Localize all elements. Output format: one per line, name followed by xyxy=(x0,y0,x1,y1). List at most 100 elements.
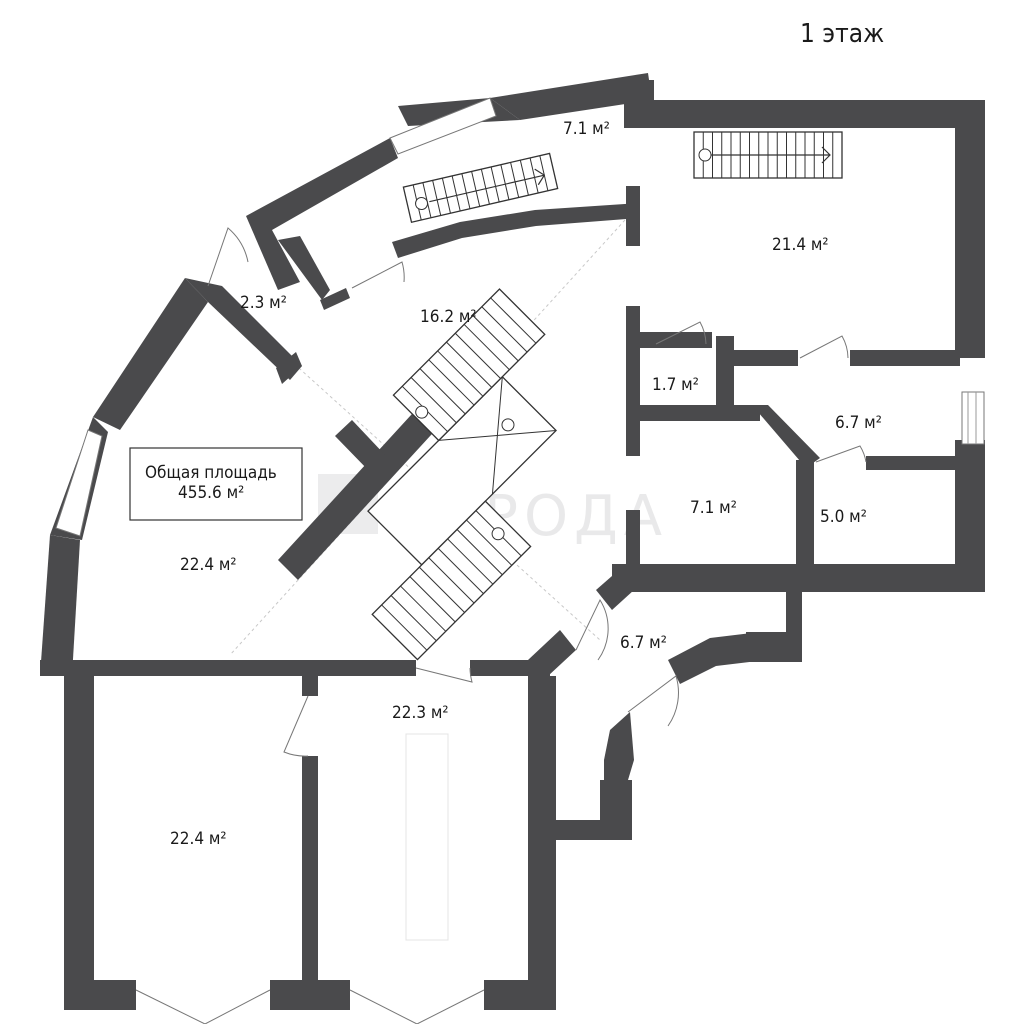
stair-tread xyxy=(410,377,457,424)
wall-segment xyxy=(528,676,556,1006)
wall-segment xyxy=(302,756,318,1006)
wall-segment xyxy=(246,138,398,236)
stair-tread xyxy=(500,164,510,200)
stair-tread xyxy=(428,557,475,604)
room-area-label: 21.4 м² xyxy=(772,235,829,255)
door xyxy=(655,321,707,345)
room-area-label: 6.7 м² xyxy=(835,413,882,433)
stair-tread xyxy=(466,519,513,566)
windows xyxy=(55,97,985,537)
wall-segment xyxy=(716,336,734,416)
wall-segment xyxy=(185,278,302,380)
stair-tread xyxy=(409,576,456,623)
stair-tread xyxy=(529,157,539,194)
door xyxy=(575,598,609,661)
stairs xyxy=(367,131,843,661)
wall-segment xyxy=(278,236,330,300)
wall-segment xyxy=(335,420,386,472)
window xyxy=(961,391,985,445)
stair-tread xyxy=(510,162,520,198)
entrance-door xyxy=(135,989,271,1024)
wall-segment xyxy=(276,352,302,384)
wall-segment xyxy=(270,980,350,1010)
room-area-label: 5.0 м² xyxy=(820,507,867,527)
zone-lines xyxy=(229,219,626,656)
total-area-label: Общая площадь xyxy=(145,463,277,483)
room-area-label: 22.4 м² xyxy=(170,829,227,849)
wall-segment xyxy=(604,712,634,800)
window xyxy=(389,97,497,155)
room-area-label: 22.3 м² xyxy=(392,703,449,723)
wall-segment xyxy=(734,350,798,366)
wall-segment xyxy=(548,820,632,840)
wall-segment xyxy=(955,100,985,358)
stair-tread xyxy=(463,324,510,371)
floor-label: 1 этаж xyxy=(800,19,884,49)
stair-tread xyxy=(481,306,528,353)
stair-tread xyxy=(419,368,466,415)
stair-tread xyxy=(471,171,481,207)
stair-central xyxy=(367,288,557,661)
wall-segment xyxy=(246,216,300,290)
entrance-door xyxy=(349,989,485,1024)
door xyxy=(415,667,473,683)
stair-tread xyxy=(490,297,537,344)
stair-top-right xyxy=(693,131,843,179)
door xyxy=(207,227,249,287)
stair-tread xyxy=(441,178,451,214)
door xyxy=(283,695,309,757)
stair-tread xyxy=(419,566,465,613)
stair-tread xyxy=(490,166,500,203)
stair-tread xyxy=(456,529,503,576)
wall-segment xyxy=(626,306,640,456)
room-area-label: 2.3 м² xyxy=(240,293,287,313)
stair-tread xyxy=(472,315,519,362)
stair-tread xyxy=(428,359,475,406)
wall-segment xyxy=(64,676,94,1006)
stair-tread xyxy=(432,180,442,216)
wall-segment xyxy=(796,460,814,570)
stair-tread xyxy=(400,585,447,632)
door xyxy=(627,675,679,727)
room-area-label: 1.7 м² xyxy=(652,375,699,395)
wall-segment xyxy=(668,632,766,684)
stair-tread xyxy=(447,538,494,585)
stair-tread xyxy=(539,155,549,191)
column xyxy=(405,733,449,941)
wall-segment xyxy=(64,980,136,1010)
stair-tread xyxy=(390,595,437,642)
stair-tread xyxy=(437,548,484,594)
stair-tread xyxy=(461,173,471,209)
wall-segment xyxy=(490,73,652,120)
window xyxy=(55,429,103,537)
wall-segment xyxy=(866,456,960,470)
total-area-box: Общая площадь 455.6 м² xyxy=(129,447,303,521)
stair-tread xyxy=(480,169,490,205)
wall-segment xyxy=(596,562,634,610)
room-area-label: 22.4 м² xyxy=(180,555,237,575)
stair-tread xyxy=(381,604,428,651)
room-area-label: 7.1 м² xyxy=(690,498,737,518)
wall-segment xyxy=(40,660,416,676)
stair-tread xyxy=(446,341,493,388)
wall-segment xyxy=(850,350,960,366)
wall-segment xyxy=(484,980,556,1010)
wall-segment xyxy=(392,203,640,258)
total-area-frame xyxy=(129,447,303,521)
room-area-label: 7.1 м² xyxy=(563,119,610,139)
wall-segment xyxy=(320,288,350,310)
wall-segment xyxy=(752,405,820,468)
wall-segment xyxy=(470,660,550,676)
wall-segment xyxy=(640,405,760,421)
doors xyxy=(135,227,867,1024)
wall-segment xyxy=(640,332,712,348)
stair-tread xyxy=(454,332,501,379)
door xyxy=(799,335,849,359)
wall-segment xyxy=(40,535,80,676)
room-area-label: 6.7 м² xyxy=(620,633,667,653)
stair-tread xyxy=(451,175,461,212)
door xyxy=(815,445,867,463)
stair-tread xyxy=(437,350,484,397)
door xyxy=(351,261,405,289)
